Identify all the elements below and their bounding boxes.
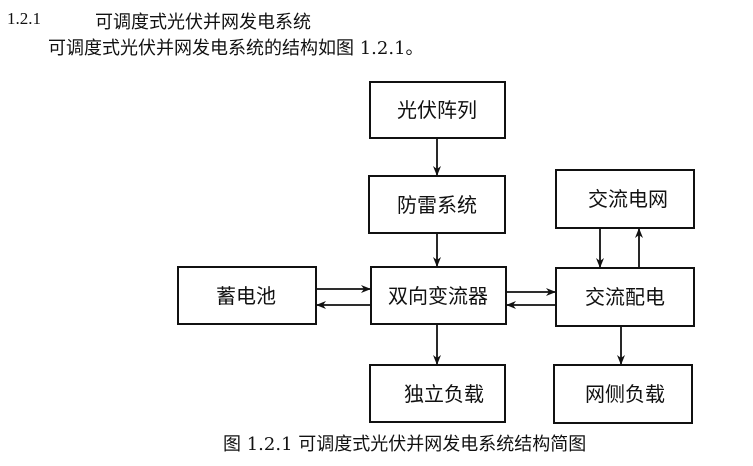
figure-caption: 图 1.2.1 可调度式光伏并网发电系统结构简图: [223, 434, 587, 455]
node-ac-grid: 交流电网: [555, 169, 695, 229]
node-lightning-protection: 防雷系统: [368, 175, 506, 234]
node-label: 防雷系统: [397, 193, 477, 217]
node-label: 网侧负载: [585, 382, 665, 406]
body-paragraph: 可调度式光伏并网发电系统的结构如图 1.2.1。: [48, 38, 424, 59]
node-grid-side-load: 网侧负载: [553, 364, 693, 424]
node-standalone-load: 独立负载: [369, 364, 506, 423]
node-label: 交流配电: [585, 285, 665, 309]
section-title: 可调度式光伏并网发电系统: [95, 12, 311, 33]
node-battery: 蓄电池: [177, 266, 317, 325]
node-label: 蓄电池: [216, 284, 276, 308]
node-label: 交流电网: [588, 187, 668, 211]
node-label: 双向变流器: [388, 284, 488, 308]
node-bidirectional-converter: 双向变流器: [370, 266, 507, 325]
node-pv-array: 光伏阵列: [369, 81, 506, 139]
section-number: 1.2.1: [7, 9, 41, 28]
node-label: 独立负载: [404, 382, 484, 406]
node-ac-distribution: 交流配电: [555, 267, 695, 327]
node-label: 光伏阵列: [397, 98, 477, 122]
